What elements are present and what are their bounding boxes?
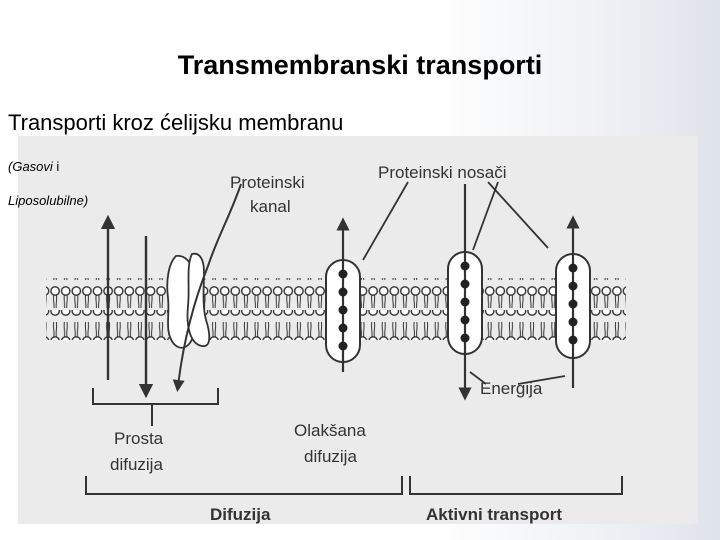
- label-protein-channel-line2: kanal: [250, 197, 291, 216]
- label-simple-diffusion-line1: Prosta: [114, 429, 164, 448]
- slide-subtitle: Transporti kroz ćelijsku membranu: [8, 110, 343, 136]
- label-facilitated-diffusion-line2: difuzija: [304, 447, 357, 466]
- gas-liposoluble-note: (Gasovi i Liposolubilne): [8, 150, 128, 218]
- carrier-protein-1: [326, 224, 360, 372]
- label-active-transport: Aktivni transport: [426, 505, 562, 524]
- label-simple-diffusion-line2: difuzija: [110, 455, 163, 474]
- label-protein-carriers: Proteinski nosači: [378, 163, 507, 182]
- carrier-protein-3: [556, 222, 590, 388]
- label-energy: Energija: [480, 379, 543, 398]
- note-part3: Liposolubilne): [8, 193, 88, 208]
- label-diffusion: Difuzija: [210, 505, 271, 524]
- label-facilitated-diffusion-line1: Olakšana: [294, 421, 366, 440]
- note-part1: (Gasovi: [8, 159, 53, 174]
- carrier-protein-2: [448, 184, 482, 394]
- label-protein-channel-line1: Proteinski: [230, 173, 305, 192]
- slide-title: Transmembranski transporti: [0, 50, 720, 81]
- carrier-pointer-lines: [363, 182, 548, 260]
- brackets: [86, 388, 622, 494]
- note-part2: i: [56, 159, 59, 174]
